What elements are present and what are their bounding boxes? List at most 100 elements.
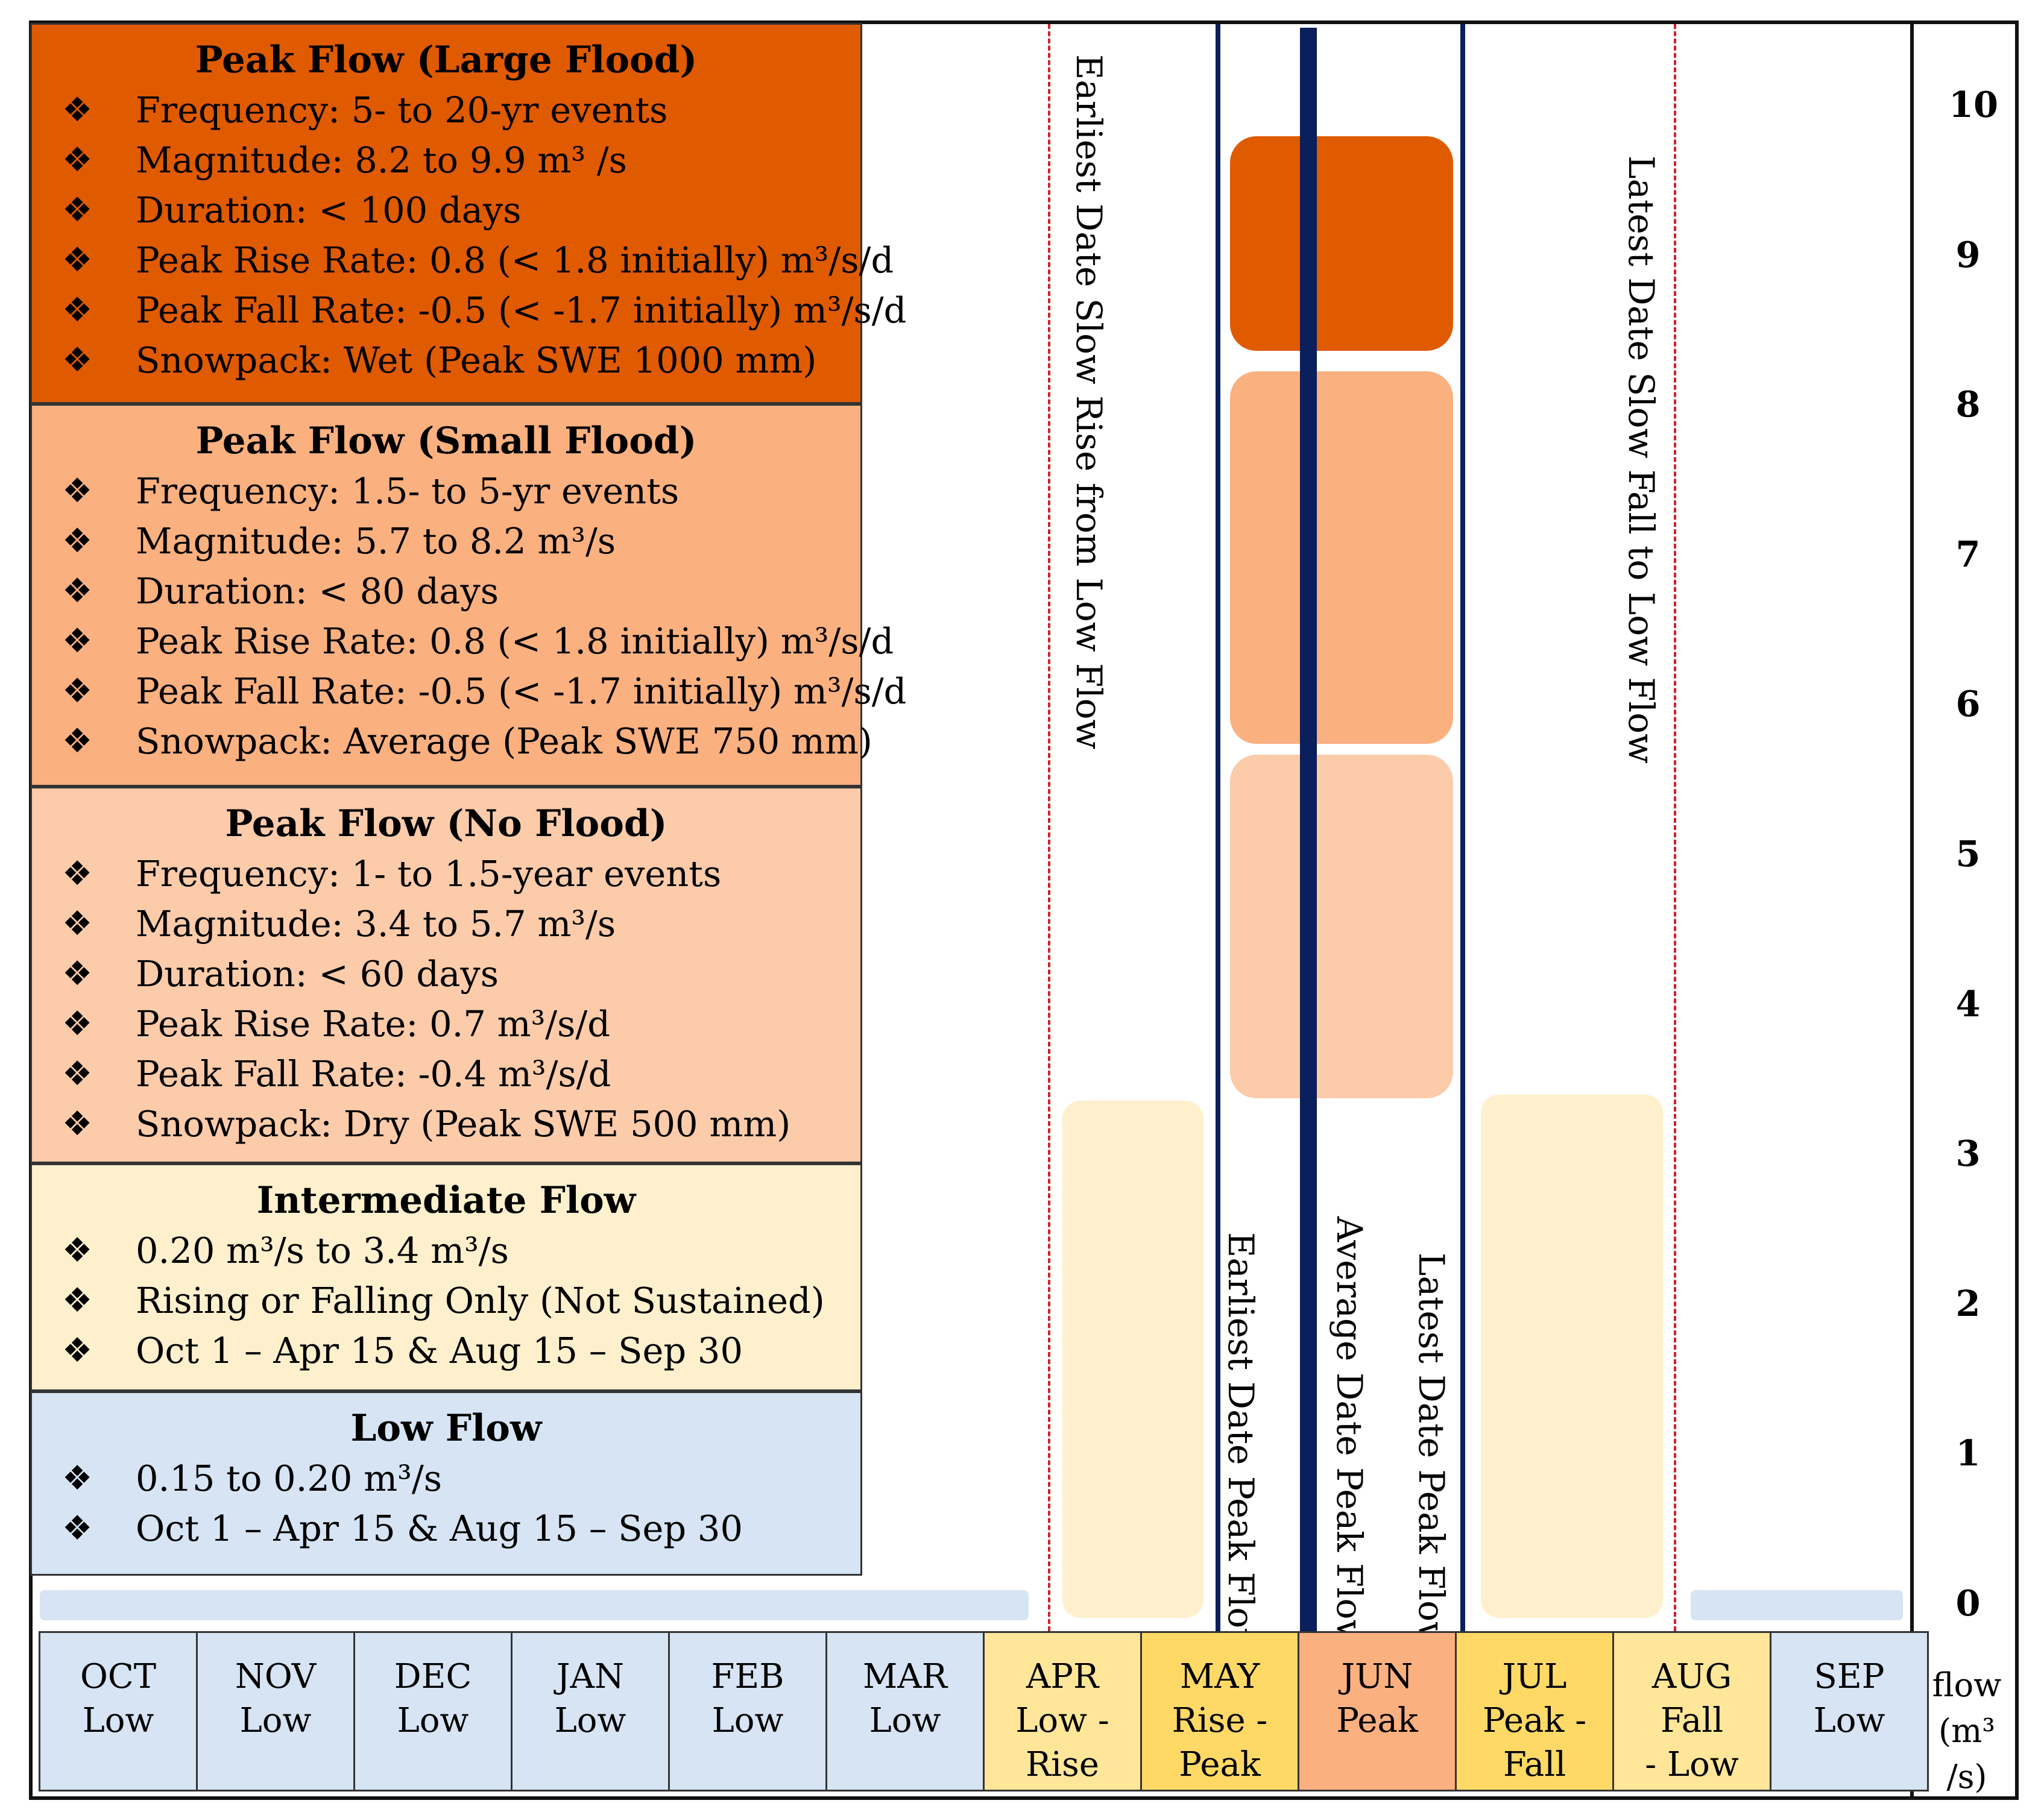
legend-item: ❖Peak Fall Rate: -0.5 (< -1.7 initially)… <box>32 285 906 335</box>
line-earliest-peak <box>1216 24 1220 1631</box>
low-flow-bar-left <box>40 1590 1029 1620</box>
diamond-bullet-icon: ❖ <box>62 904 93 943</box>
legend-item-text: Snowpack: Wet (Peak SWE 1000 mm) <box>136 339 817 381</box>
axis-tick-label: 3 <box>1955 1133 1981 1175</box>
legend-item-text: Magnitude: 8.2 to 9.9 m³ /s <box>136 139 627 181</box>
diamond-bullet-icon: ❖ <box>62 1509 93 1548</box>
legend-item: ❖ Snowpack: Average (Peak SWE 750 mm) <box>32 716 872 766</box>
month-name: JUL <box>1502 1657 1567 1696</box>
legend-item: ❖Rising or Falling Only (Not Sustained) <box>32 1276 860 1326</box>
peak-large-flood-panel <box>1230 136 1453 351</box>
month-phase: Low <box>1813 1701 1885 1740</box>
month-name: DEC <box>394 1657 472 1696</box>
legend-item-text: Peak Fall Rate: -0.4 m³/s/d <box>136 1053 611 1095</box>
diamond-bullet-icon: ❖ <box>62 241 93 280</box>
legend-items: ❖ Frequency: 1- to 1.5-year events❖Magnit… <box>32 849 860 1149</box>
month-phase: - Low <box>1645 1745 1739 1784</box>
month-phase: Peak <box>1179 1745 1261 1784</box>
axis-tick-label: 0 <box>1955 1582 1981 1624</box>
diamond-bullet-icon: ❖ <box>62 190 93 230</box>
month-name: JUN <box>1341 1657 1413 1696</box>
legend-item-text: Snowpack: Average (Peak SWE 750 mm) <box>136 720 872 762</box>
month-phase: Peak <box>1336 1701 1418 1740</box>
month-phase: Fall <box>1503 1745 1566 1784</box>
axis-tick-label: 9 <box>1955 233 1981 275</box>
diamond-bullet-icon: ❖ <box>62 954 93 993</box>
month-phase: Rise - <box>1172 1701 1268 1740</box>
legend-item: ❖ Frequency: 1- to 1.5-year events <box>32 849 860 899</box>
legend-item-text: Frequency: 1.5- to 5-yr events <box>136 470 680 512</box>
diamond-bullet-icon: ❖ <box>62 1459 93 1498</box>
diamond-bullet-icon: ❖ <box>62 291 93 330</box>
legend-item: ❖ Oct 1 – Apr 15 & Aug 15 – Sep 30 <box>32 1503 860 1553</box>
legend-box-intermediate-flow: Intermediate Flow ❖ 0.20 m³/s to 3.4 m³/s ❖… <box>30 1163 862 1391</box>
axis-tick-label: 4 <box>1955 983 1981 1025</box>
month-name: OCT <box>80 1657 157 1696</box>
diamond-bullet-icon: ❖ <box>62 1004 93 1043</box>
legend-item: ❖ Peak Rise Rate: 0.8 (< 1.8 initially) m… <box>32 235 894 285</box>
axis-unit-line-1: flow <box>1932 1666 2002 1704</box>
line-average-peak <box>1300 28 1317 1631</box>
legend-item-text: 0.20 m³/s to 3.4 m³/s <box>136 1230 509 1271</box>
month-name: MAY <box>1179 1657 1260 1696</box>
legend-box-peak-flow-large-flood: Peak Flow (Large Flood) ❖ Frequency: 5- to… <box>30 23 906 404</box>
diamond-bullet-icon: ❖ <box>62 854 93 893</box>
legend-item-text: Frequency: 1- to 1.5-year events <box>136 853 722 895</box>
label-average-peak: Average Date Peak Flow <box>1329 1216 1370 1650</box>
legend-item: ❖Frequency: 1.5- to 5-yr events <box>32 466 860 516</box>
legend-items: ❖ Frequency: 5- to 20-yr events ❖ Magnitude… <box>32 85 906 385</box>
legend-item: ❖Duration: < 60 days <box>32 949 860 999</box>
legend-item-text: Duration: < 80 days <box>136 570 499 612</box>
legend-item: ❖Magnitude: 3.4 to 5.7 m³/s <box>32 899 860 949</box>
axis-tick-label: 2 <box>1955 1282 1981 1324</box>
legend-item-text: Peak Fall Rate: -0.5 (< -1.7 initially) … <box>136 670 907 712</box>
month-phase: Low <box>239 1701 312 1740</box>
label-latest-peak: Latest Date Peak Flow <box>1411 1253 1452 1652</box>
legend-item-text: Snowpack: Dry (Peak SWE 500 mm) <box>136 1103 791 1145</box>
label-earliest-peak: Earliest Date Peak Flow <box>1220 1232 1261 1658</box>
axis-tick-label: 1 <box>1955 1432 1981 1474</box>
dashed-line-latest-slow-fall <box>1674 24 1676 1631</box>
diamond-bullet-icon: ❖ <box>62 722 93 761</box>
legend-item-text: Peak Rise Rate: 0.7 m³/s/d <box>136 1003 611 1045</box>
legend-item: ❖Peak Fall Rate: -0.5 (< -1.7 initially)… <box>32 666 906 716</box>
axis-tick-label: 10 <box>1949 84 1999 125</box>
legend-item-text: Frequency: 5- to 20-yr events <box>136 89 668 131</box>
axis-tick-label: 8 <box>1955 383 1981 426</box>
legend-box-peak-flow-small-flood: Peak Flow (Small Flood)❖Frequency: 1.5- … <box>30 404 906 787</box>
month-phase: Fall <box>1660 1701 1724 1740</box>
diamond-bullet-icon: ❖ <box>62 521 93 561</box>
axis-tick-label: 7 <box>1955 533 1981 575</box>
legend-item: ❖0.15 to 0.20 m³/s <box>32 1453 860 1503</box>
legend-item-text: Oct 1 – Apr 15 & Aug 15 – Sep 30 <box>136 1330 743 1371</box>
axis-tick-label: 5 <box>1955 833 1981 875</box>
month-phase: Low <box>82 1701 154 1740</box>
month-cell-aug: AUG Fall - Low <box>1612 1631 1771 1791</box>
diamond-bullet-icon: ❖ <box>62 1231 93 1270</box>
dashed-line-earliest-slow-rise <box>1048 24 1050 1631</box>
line-latest-peak <box>1460 24 1465 1631</box>
diamond-bullet-icon: ❖ <box>62 621 93 661</box>
legend-title: Peak Flow (Large Flood) <box>195 39 698 81</box>
diamond-bullet-icon: ❖ <box>62 140 93 180</box>
legend-items: ❖Frequency: 1.5- to 5-yr events❖Magnitud… <box>32 466 906 766</box>
diamond-bullet-icon: ❖ <box>62 1104 93 1143</box>
legend-title: Intermediate Flow <box>256 1179 636 1222</box>
month-cell-jul: JUL Peak - Fall <box>1455 1631 1614 1791</box>
axis-unit-label: flow (m³ /s) <box>1916 1662 2017 1800</box>
legend-item: ❖Oct 1 – Apr 15 & Aug 15 – Sep 30 <box>32 1326 860 1376</box>
legend-item-text: Oct 1 – Apr 15 & Aug 15 – Sep 30 <box>136 1508 743 1549</box>
legend-item-text: Peak Rise Rate: 0.8 (< 1.8 initially) m³… <box>136 620 894 662</box>
month-name: APR <box>1026 1657 1099 1696</box>
month-phase: Low <box>711 1701 784 1740</box>
month-cell-jun: JUN Peak <box>1298 1631 1457 1791</box>
month-name: AUG <box>1651 1657 1732 1696</box>
legend-item-text: Peak Rise Rate: 0.8 (< 1.8 initially) m³… <box>136 239 894 281</box>
month-phase: Peak - <box>1482 1701 1587 1740</box>
